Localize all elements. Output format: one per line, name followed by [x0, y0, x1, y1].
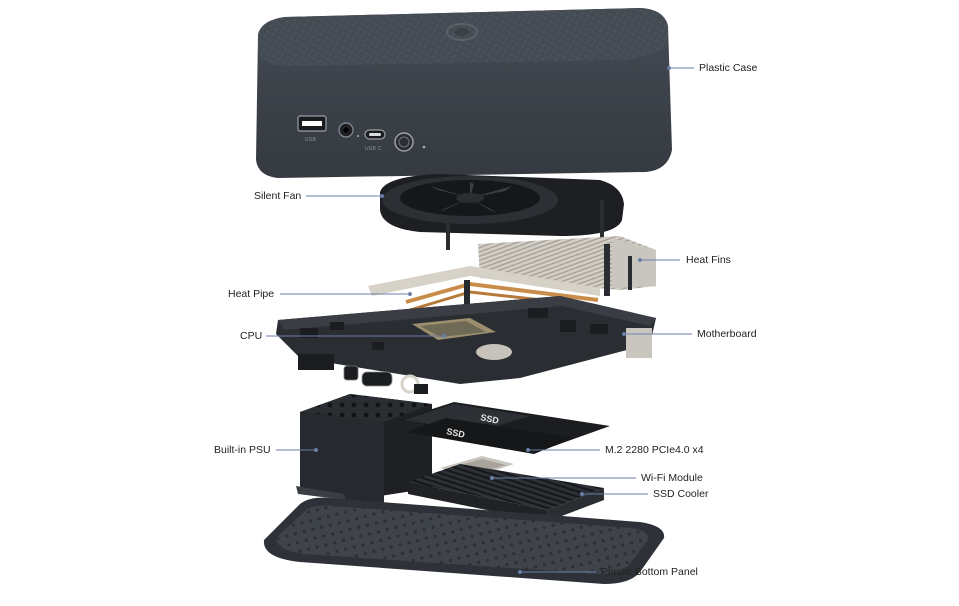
label-m2-ssd: M.2 2280 PCIe4.0 x4	[605, 444, 704, 456]
silent-fan-part	[380, 174, 624, 250]
label-builtin-psu: Built-in PSU	[214, 444, 271, 456]
leader-lines	[266, 66, 694, 574]
label-silent-fan: Silent Fan	[254, 190, 302, 202]
ssd-sticker-label-2: SSD	[446, 426, 467, 440]
builtin-psu-part	[296, 394, 432, 506]
plastic-bottom-panel-part	[263, 497, 665, 584]
label-motherboard: Motherboard	[697, 328, 757, 340]
label-plastic-case: Plastic Case	[699, 62, 758, 74]
m2-ssd-part: SSD SSD	[398, 402, 610, 454]
label-heat-pipe: Heat Pipe	[228, 288, 275, 300]
label-heat-fins: Heat Fins	[686, 254, 731, 266]
label-wifi-module: Wi-Fi Module	[641, 472, 703, 484]
power-button-icon	[394, 132, 414, 152]
motherboard-part	[276, 296, 656, 394]
usb-c-port-label: USB C	[365, 146, 382, 152]
ssd-sticker-label: SSD	[480, 412, 501, 426]
label-ssd-cooler: SSD Cooler	[653, 488, 709, 500]
cpu-chip	[412, 318, 496, 340]
label-cpu: CPU	[240, 330, 263, 342]
label-bottom-panel: Plastic Bottom Panel	[601, 566, 698, 578]
plastic-case-part	[256, 8, 672, 178]
usb-port-label: USB	[305, 137, 317, 143]
ssd-cooler-part	[408, 464, 604, 522]
